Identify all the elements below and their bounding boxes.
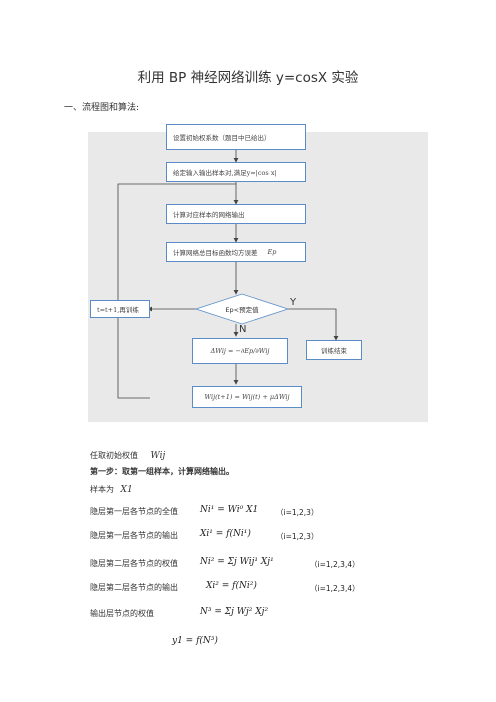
no-label: N (239, 324, 247, 335)
delta-box: ΔWij = −∂Ep/∂Wij (192, 338, 288, 364)
page-title: 利用 BP 神经网络训练 y=cosX 实验 (137, 70, 359, 86)
out-weight-formula: N³ = Σj Wj² Xj² (200, 607, 269, 617)
init-weights-symbol: Wij (150, 451, 166, 461)
sample-box: 给定输入输出样本对,满足y=|cos x| (166, 162, 306, 182)
l1-out-formula: Xi¹ = f(Ni¹) (200, 529, 251, 539)
out-weight-label: 输出层节点的权值 (90, 609, 154, 618)
l2-weight-index: （i=1,2,3,4） (310, 560, 360, 569)
flowchart-connectors (117, 150, 339, 399)
l2-weight-label: 隐层第二层各节点的权值 (90, 559, 178, 568)
yes-label: Y (290, 297, 297, 308)
init-weights-box: 设置初始权系数（题目中已给出） (166, 124, 306, 150)
step1-line: 第一步：取第一组样本，计算网络输出。 (90, 467, 234, 476)
l1-weight-index: （i=1,2,3） (276, 508, 319, 517)
l2-out-formula: Xi² = f(Ni²) (206, 581, 257, 591)
l2-out-index: （i=1,2,3,4） (310, 584, 360, 593)
compute-output-box: 计算对应样本的网络输出 (166, 204, 306, 224)
decision-label: Ep<预定值 (225, 306, 259, 314)
y-output-formula: y1 = f(N³) (172, 636, 218, 646)
error-symbol: Ep (267, 248, 277, 256)
error-box-label: 计算网络总目标函数均方误差 (173, 249, 258, 257)
l1-out-index: （i=1,2,3） (276, 532, 319, 541)
sample-line: 样本为 X1 (90, 484, 133, 495)
init-weights-text: 任取初始权值 (90, 451, 138, 460)
section-heading: 一、流程图和算法: (64, 103, 140, 113)
l2-weight-formula: Ni² = Σj Wij¹ Xj¹ (200, 557, 274, 567)
l1-weight-label: 隐层第一层各节点的全值 (90, 507, 178, 516)
sample-symbol: X1 (120, 485, 133, 495)
init-weights-line: 任取初始权值 Wij (90, 450, 165, 461)
flowchart: 设置初始权系数（题目中已给出） 给定输入输出样本对,满足y=|cos x| 计算… (88, 124, 428, 422)
update-box: Wij(t+1) = Wij(t) + μΔWij (192, 386, 302, 408)
l2-out-label: 隐层第二层各节点的输出 (90, 583, 178, 592)
l1-weight-formula: Ni¹ = Wi⁰ X1 (200, 505, 259, 515)
sample-text: 样本为 (90, 485, 114, 494)
error-box: 计算网络总目标函数均方误差 Ep (166, 242, 306, 262)
l1-out-label: 隐层第一层各节点的输出 (90, 531, 178, 540)
end-box: 训练结束 (306, 340, 362, 360)
loop-box: t=t+1,再训练 (90, 300, 150, 318)
